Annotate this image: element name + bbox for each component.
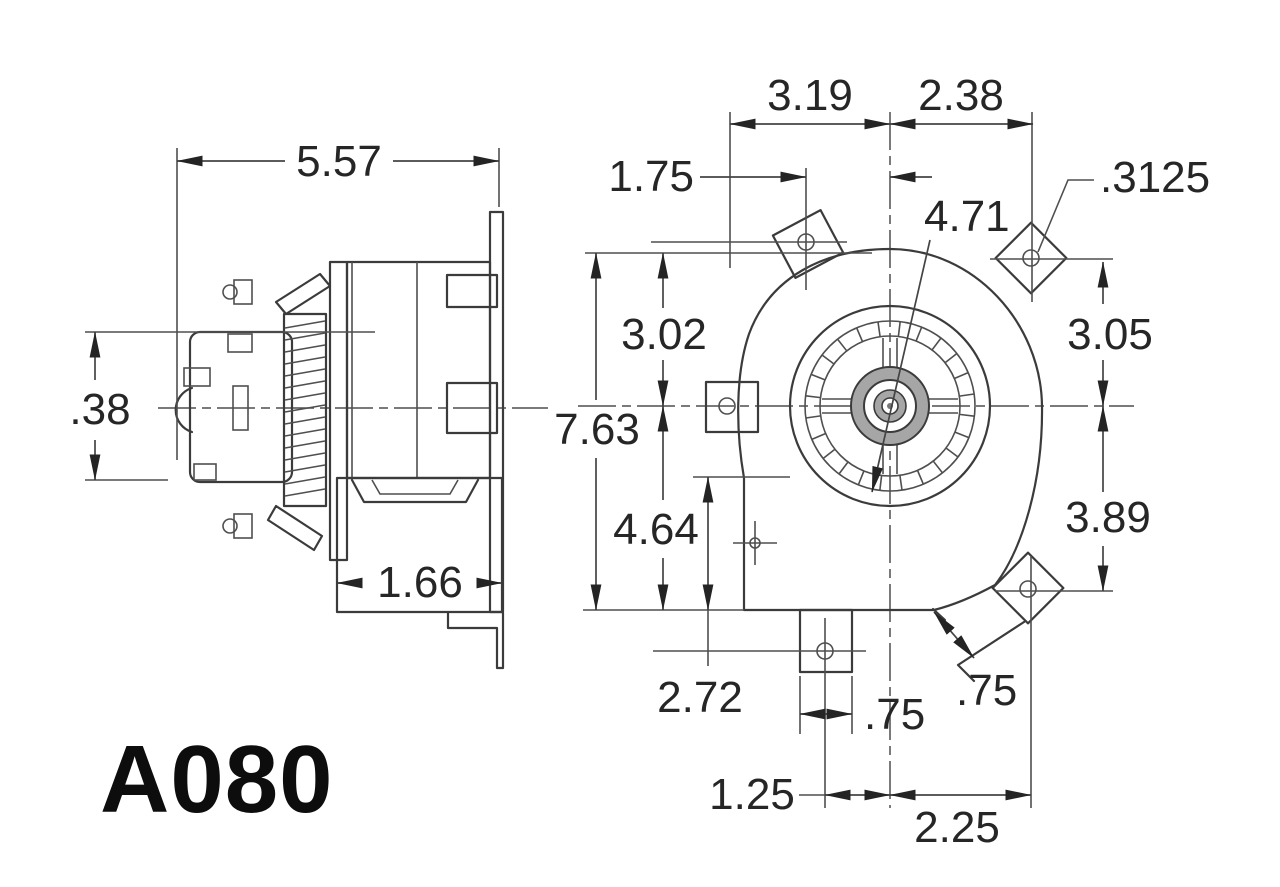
bottom-tab (798, 608, 854, 674)
motor-end-bump (174, 386, 194, 434)
dim-bottom-hole-label: 1.25 (709, 770, 795, 819)
lower-right-tab-hole (1019, 580, 1037, 598)
dim-top-center-label: 3.02 (621, 310, 707, 359)
model-label: A080 (100, 726, 334, 833)
dim-center-bottom-label: 4.64 (613, 505, 699, 554)
hole-dia-leader (1037, 179, 1094, 253)
front-view: 3.19 2.38 1.75 .3125 4.71 7.63 3.02 4.64… (554, 71, 1210, 852)
dim-outlet-hole-label: 2.25 (914, 803, 1000, 852)
motor-slot-mid (232, 385, 249, 431)
dim-bottom-tab-label: .75 (864, 690, 925, 739)
dim-right-bottom-label: 3.89 (1065, 493, 1151, 542)
housing-clip-mid (445, 381, 499, 435)
wheel-blade-ring-outer (804, 320, 976, 492)
fin-lines (284, 320, 326, 497)
housing-clip-top (445, 273, 499, 309)
top-bolt-body (233, 279, 253, 305)
outlet-hat-outer (350, 478, 480, 504)
left-tab-hole (718, 397, 736, 415)
upper-right-tab-hole (1022, 249, 1040, 267)
dim-step-bottom-label: 2.72 (657, 673, 743, 722)
dim-upper-hole-label: 1.75 (608, 152, 694, 201)
dim-top-left-label: 3.19 (767, 71, 853, 120)
wheel-spokes (822, 338, 958, 474)
dim-top-right-label: 2.38 (918, 71, 1004, 120)
housing-side-lower (335, 476, 504, 614)
motor-body (188, 330, 294, 484)
dim-right-top-label: 3.05 (1067, 310, 1153, 359)
top-bolt-head (222, 284, 238, 300)
dim-overall-width-label: 5.57 (296, 137, 382, 186)
dim-outlet-width-line (933, 611, 975, 659)
wheel-blade-ring-inner (819, 335, 961, 477)
housing-side-upper (345, 260, 492, 480)
wheel-dia-leader (871, 239, 931, 493)
wheel-dia-label: 4.71 (924, 192, 1010, 241)
bottom-bolt-head (222, 518, 238, 534)
wheel-outer-rim (788, 304, 992, 508)
outlet-hat-inner (371, 479, 459, 495)
outlet-edge (956, 620, 1026, 683)
lower-right-tab (991, 551, 1065, 625)
dim-mount-offset-label: .38 (69, 385, 130, 434)
motor-slot-top (227, 333, 253, 353)
dim-height-label: 7.63 (554, 405, 640, 454)
mount-plate (328, 260, 349, 562)
dim-outlet-width-label: .75 (956, 666, 1017, 715)
motor-clip (183, 367, 211, 387)
upper-left-tab (771, 209, 845, 279)
fin-bottom-bracket (266, 504, 324, 552)
upper-right-tab (994, 221, 1068, 295)
left-tab (704, 380, 760, 434)
locator-cross-hole (749, 537, 761, 549)
fin-top-bracket (274, 272, 332, 316)
motor-slot-bottom (193, 463, 217, 481)
fin-stack (282, 312, 328, 508)
side-view: 5.57 .38 1.66 (69, 137, 548, 670)
hole-dia-label: .3125 (1100, 153, 1210, 202)
dim-housing-depth-label: 1.66 (377, 558, 463, 607)
bottom-bolt-body (233, 513, 253, 539)
flange-foot (446, 611, 505, 670)
